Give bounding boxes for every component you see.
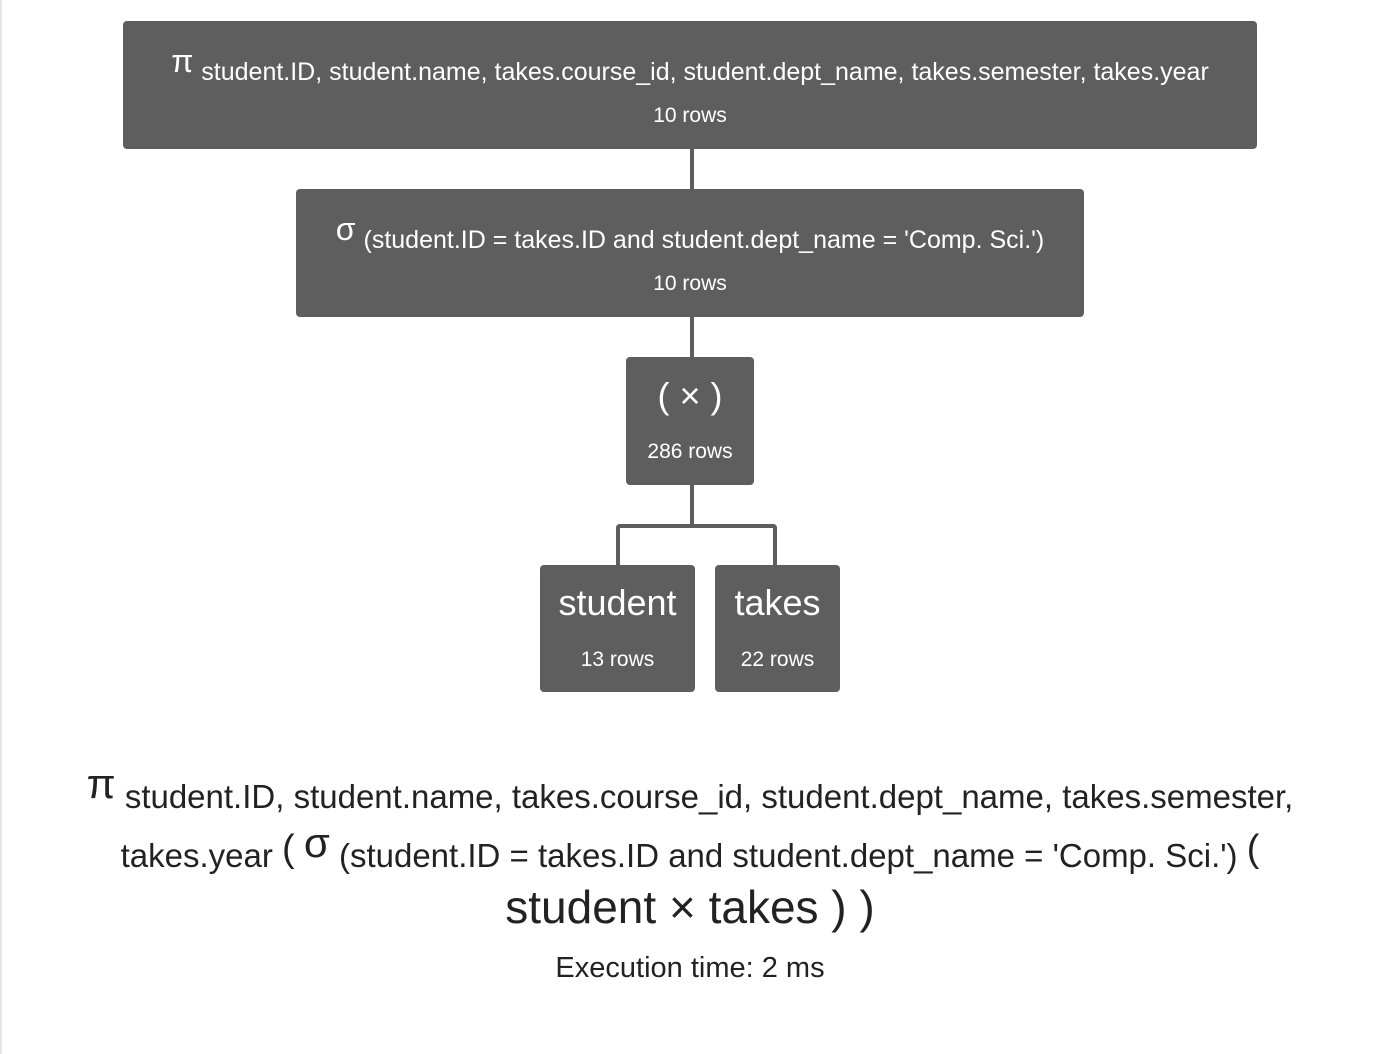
student-relation-label: student bbox=[558, 582, 677, 623]
projection-row-count: 10 rows bbox=[653, 104, 727, 127]
connector-selection-cross bbox=[690, 317, 694, 357]
expression-selection-condition: (student.ID = takes.ID and student.dept_… bbox=[338, 837, 1238, 874]
selection-title: σ(student.ID = takes.ID and student.dept… bbox=[296, 211, 1084, 256]
expression-projection-attributes: student.ID, student.name, takes.course_i… bbox=[120, 778, 1294, 874]
sigma-symbol: σ bbox=[335, 211, 356, 247]
projection-attributes: student.ID, student.name, takes.course_i… bbox=[201, 58, 1209, 86]
selection-row-count: 10 rows bbox=[653, 272, 727, 295]
takes-relation-node[interactable]: takes 22 rows bbox=[715, 565, 840, 692]
relational-algebra-expression: π student.ID, student.name, takes.course… bbox=[20, 760, 1360, 940]
student-row-count: 13 rows bbox=[580, 648, 655, 671]
takes-row-count: 22 rows bbox=[740, 648, 815, 671]
connector-projection-selection bbox=[690, 149, 694, 189]
cross-product-node[interactable]: ( × ) 286 rows bbox=[626, 357, 754, 485]
connector-cross-stem bbox=[690, 485, 694, 527]
left-border bbox=[0, 0, 2, 1054]
takes-relation-label: takes bbox=[734, 582, 821, 623]
execution-time: Execution time: 2 ms bbox=[555, 952, 825, 984]
student-relation-node[interactable]: student 13 rows bbox=[540, 565, 695, 692]
pi-symbol: π bbox=[171, 43, 194, 79]
cross-product-label: ( × ) bbox=[657, 375, 723, 416]
expression-cross-product: student × takes ) ) bbox=[505, 881, 875, 933]
selection-condition: (student.ID = takes.ID and student.dept_… bbox=[363, 226, 1045, 254]
expression-open-paren: ( bbox=[282, 828, 295, 870]
cross-product-row-count: 286 rows bbox=[647, 440, 733, 463]
expression-pi-symbol: π bbox=[86, 760, 116, 807]
expression-open-paren-inner: ( bbox=[1246, 828, 1260, 870]
selection-node[interactable]: σ(student.ID = takes.ID and student.dept… bbox=[296, 189, 1084, 317]
expression-sigma-symbol: σ bbox=[303, 819, 330, 866]
connector-cross-children bbox=[616, 524, 777, 565]
